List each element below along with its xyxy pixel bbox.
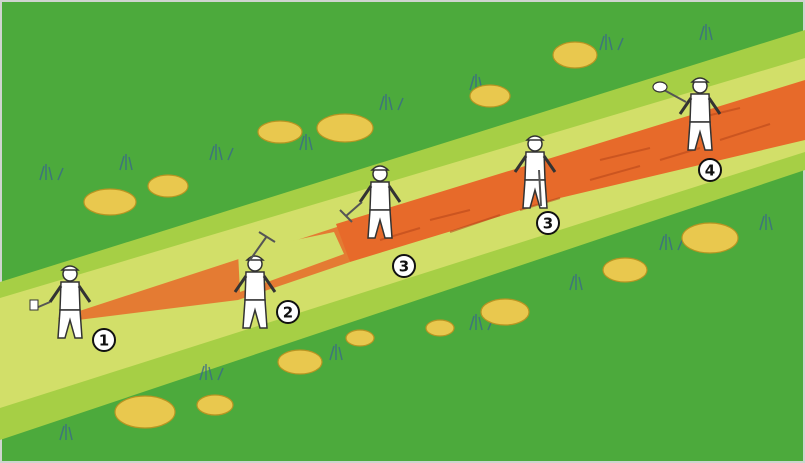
bush — [278, 350, 322, 374]
bush — [317, 114, 373, 142]
step-badge-3a: 3 — [393, 255, 415, 277]
step-badge-2: 2 — [277, 301, 299, 323]
bush — [115, 396, 175, 428]
bush — [84, 189, 136, 215]
step-label-4: 4 — [705, 162, 715, 180]
bush — [426, 320, 454, 336]
bush — [258, 121, 302, 143]
step-badge-4: 4 — [699, 159, 721, 181]
bush — [197, 395, 233, 415]
bush — [470, 85, 510, 107]
bush — [682, 223, 738, 253]
step-label-3b: 3 — [543, 215, 553, 233]
step-badge-3b: 3 — [537, 212, 559, 234]
step-label-2: 2 — [283, 304, 293, 322]
step-label-3a: 3 — [399, 258, 409, 276]
bush — [553, 42, 597, 68]
bush — [603, 258, 647, 282]
bush — [481, 299, 529, 325]
step-badge-1: 1 — [93, 329, 115, 351]
bush — [346, 330, 374, 346]
step-label-1: 1 — [99, 332, 109, 350]
bush — [148, 175, 188, 197]
